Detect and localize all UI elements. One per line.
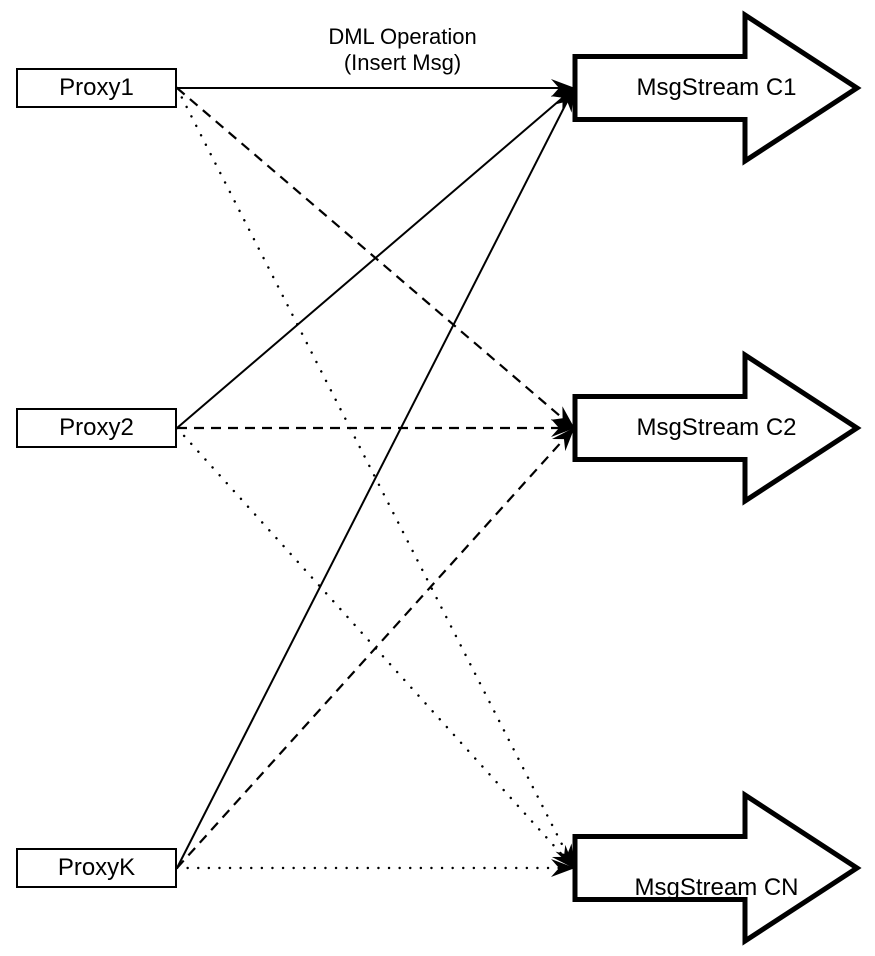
proxyk-label: ProxyK bbox=[57, 854, 136, 881]
proxy2-label: Proxy2 bbox=[59, 414, 134, 441]
proxy2-box: Proxy2 bbox=[16, 408, 177, 448]
connection-lines-group bbox=[175, 79, 576, 877]
msgstream-c2-arrow-shape bbox=[572, 350, 862, 506]
connection-proxy2-to-c1 bbox=[176, 87, 575, 429]
connection-proxyk-to-c1 bbox=[176, 87, 575, 869]
proxy1-label: Proxy1 bbox=[59, 74, 134, 101]
dml-operation-label-line1: DML Operation bbox=[328, 24, 477, 49]
proxyk-box: ProxyK bbox=[16, 848, 177, 888]
connection-proxyk-to-c2 bbox=[176, 427, 575, 869]
dml-operation-label-line2: (Insert Msg) bbox=[343, 50, 462, 75]
msgstream-c1-arrow-shape bbox=[572, 10, 862, 166]
proxy1-box: Proxy1 bbox=[16, 68, 177, 108]
dml-operation-label: DML Operation (Insert Msg) bbox=[230, 24, 575, 76]
msgstream-cn-arrow-shape bbox=[572, 790, 862, 946]
